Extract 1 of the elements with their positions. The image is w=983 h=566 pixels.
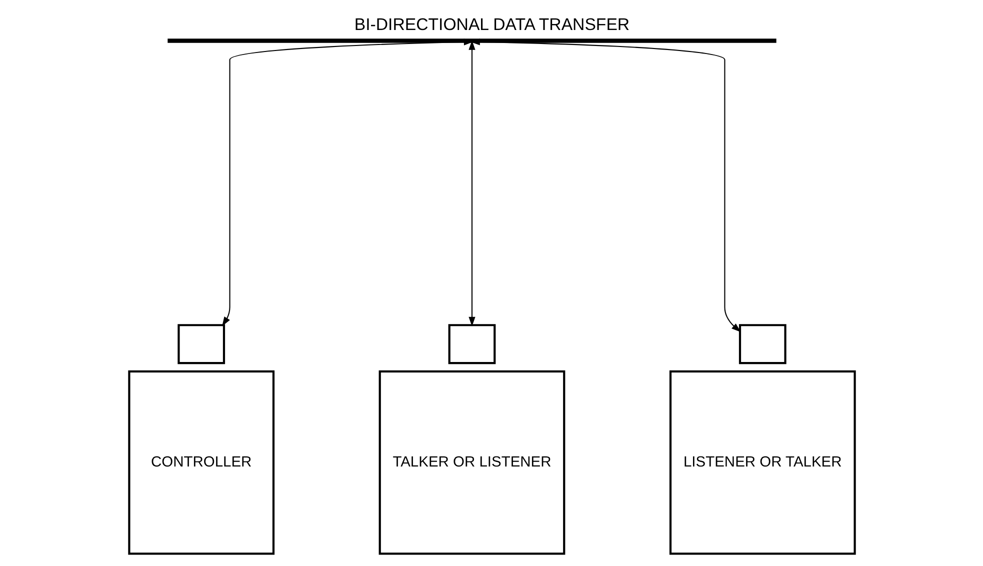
diagram-title: BI-DIRECTIONAL DATA TRANSFER (354, 15, 630, 34)
